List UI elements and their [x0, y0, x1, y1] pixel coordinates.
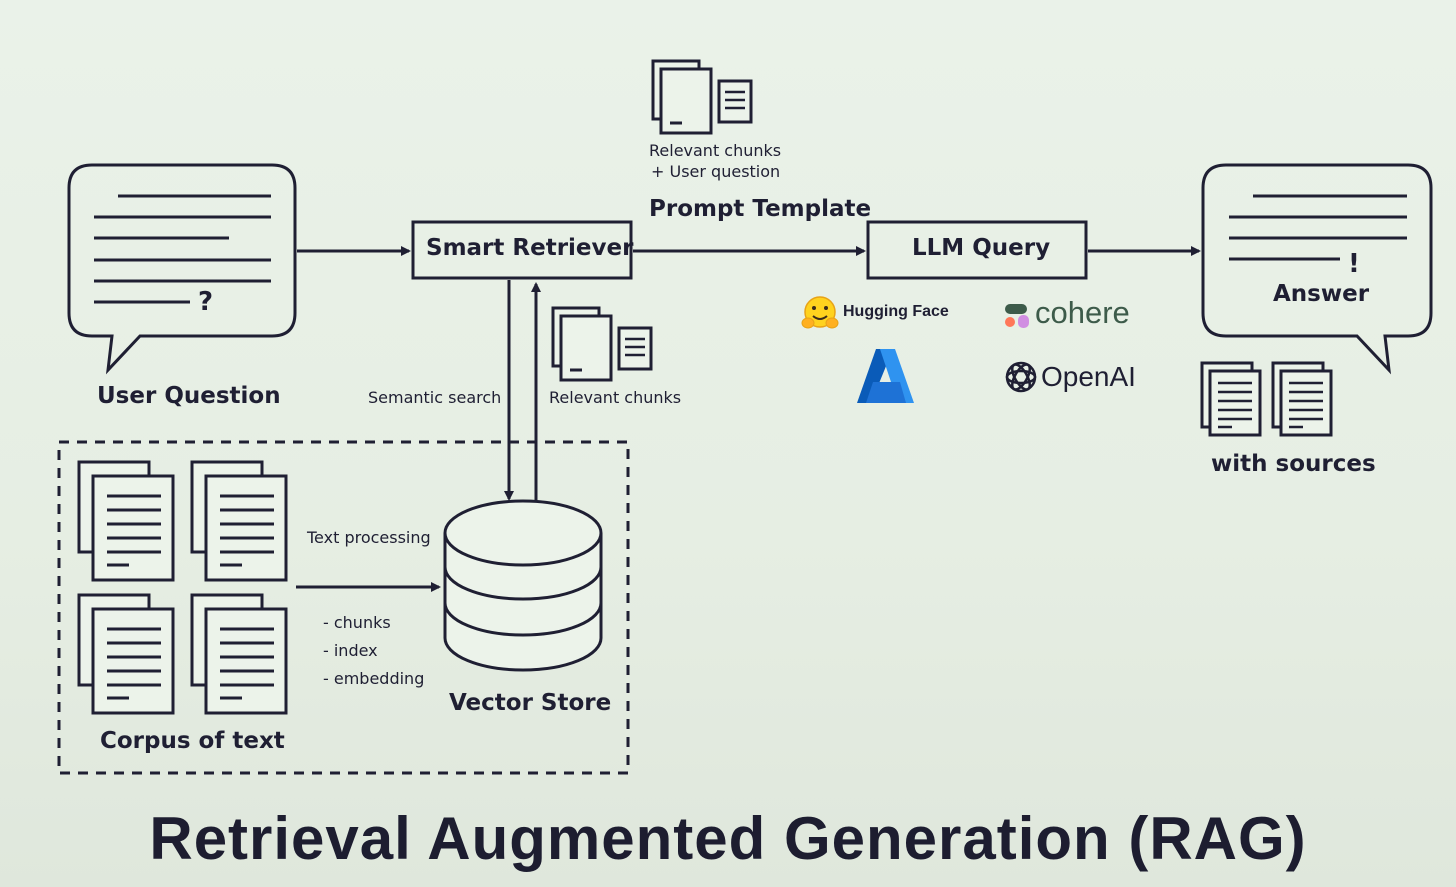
vector-store-label: Vector Store: [449, 690, 612, 716]
page-title: Retrieval Augmented Generation (RAG): [149, 805, 1307, 872]
prompt-chunks-document-icon: [651, 59, 753, 135]
azure-icon: [857, 349, 914, 403]
with-sources-label: with sources: [1211, 451, 1376, 477]
source-document-icon-2: [1271, 361, 1333, 437]
user-question-bubble: [67, 163, 297, 375]
step-chunks-label: - chunks: [323, 613, 391, 632]
text-processing-label: Text processing: [307, 528, 431, 547]
question-mark: ?: [198, 287, 213, 317]
prompt-question-label: + User question: [651, 162, 781, 181]
corpus-document-icon-1: [77, 460, 175, 582]
user-question-label: User Question: [97, 383, 281, 409]
cohere-icon: [1005, 304, 1029, 328]
relevant-chunks-label: Relevant chunks: [549, 388, 682, 407]
llm-query-box: [866, 220, 1088, 280]
corpus-document-icon-4: [190, 593, 288, 715]
prompt-chunks-label: Relevant chunks: [649, 141, 782, 160]
hugging-face-label: Hugging Face: [843, 303, 949, 320]
prompt-template-label: Prompt Template: [649, 196, 872, 222]
retrieved-chunks-document-icon: [551, 306, 653, 382]
answer-label: Answer: [1273, 281, 1370, 307]
step-index-label: - index: [323, 641, 378, 660]
vector-store-database-icon: [443, 499, 603, 672]
hugging-face-icon: [801, 296, 839, 329]
exclamation-mark: !: [1348, 249, 1360, 279]
openai-icon: [1005, 361, 1037, 393]
corpus-document-icon-3: [77, 593, 175, 715]
corpus-label: Corpus of text: [100, 728, 285, 754]
answer-bubble: [1201, 163, 1433, 375]
openai-label: OpenAI: [1041, 361, 1136, 392]
step-embedding-label: - embedding: [323, 669, 425, 688]
semantic-search-label: Semantic search: [368, 388, 502, 407]
smart-retriever-box: [411, 220, 633, 280]
cohere-label: cohere: [1035, 295, 1130, 330]
corpus-document-icon-2: [190, 460, 288, 582]
llm-query-label: LLM Query: [912, 235, 1051, 261]
source-document-icon-1: [1200, 361, 1262, 437]
smart-retriever-label: Smart Retriever: [426, 235, 634, 261]
